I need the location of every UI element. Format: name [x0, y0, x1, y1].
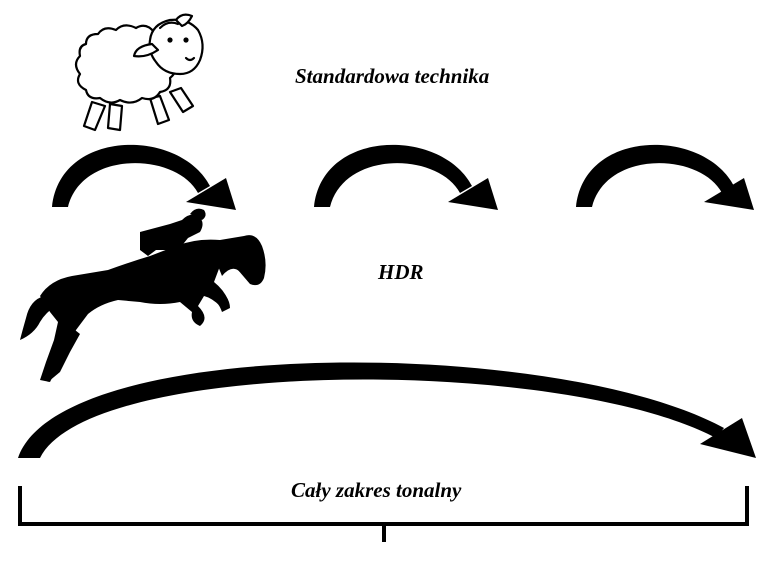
- small-arrow-3: [576, 144, 754, 210]
- small-arrow-2: [314, 144, 498, 210]
- label-full-tonal-range: Cały zakres tonalny: [291, 478, 462, 502]
- tonal-range-bracket: [18, 486, 749, 542]
- label-standard-technique: Standardowa technika: [295, 64, 490, 88]
- horse-rider-icon: [20, 208, 266, 382]
- standard-arrows: [52, 144, 754, 210]
- label-hdr: HDR: [378, 260, 424, 284]
- hdr-arrow: [18, 362, 756, 458]
- sheep-icon: [74, 13, 204, 132]
- small-arrow-1: [52, 144, 236, 210]
